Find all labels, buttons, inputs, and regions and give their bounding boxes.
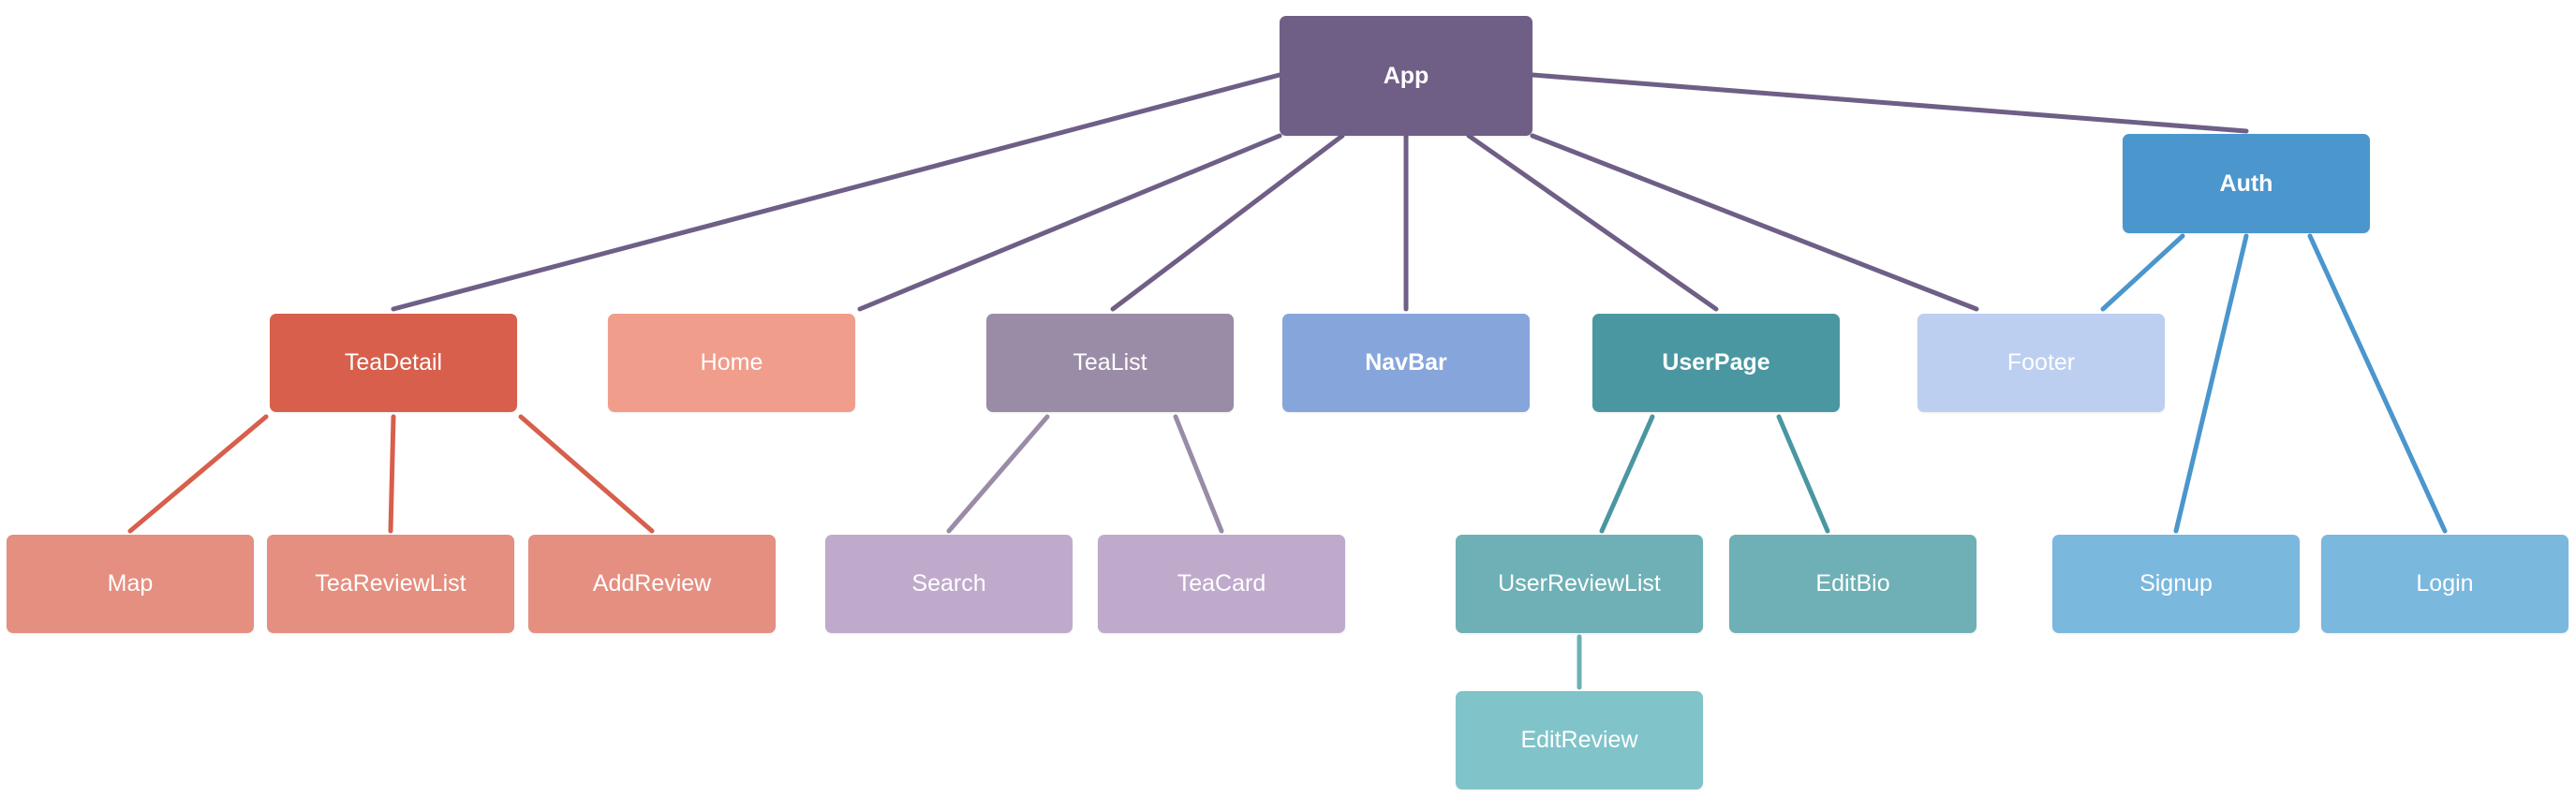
edge-auth-login <box>2307 233 2448 534</box>
node-search[interactable]: Search <box>825 535 1073 633</box>
node-signup[interactable]: Signup <box>2052 535 2300 633</box>
node-auth-label: Auth <box>2219 170 2273 197</box>
node-teareviewlist[interactable]: TeaReviewList <box>267 535 514 633</box>
node-signup-label: Signup <box>2139 570 2213 597</box>
edge-auth-footer <box>2100 233 2185 312</box>
edge-userpage-userreviewlist <box>1599 414 1655 534</box>
node-map-label: Map <box>107 570 154 597</box>
edge-app-userpage <box>1466 133 1719 312</box>
edge-app-home <box>857 133 1282 312</box>
node-login[interactable]: Login <box>2321 535 2569 633</box>
edge-teadetail-teareviewlist <box>388 414 396 534</box>
edge-app-footer <box>1530 133 1979 312</box>
node-teadetail[interactable]: TeaDetail <box>270 314 517 412</box>
node-userpage-label: UserPage <box>1662 349 1770 376</box>
node-addreview-label: AddReview <box>592 570 712 597</box>
node-map[interactable]: Map <box>7 535 254 633</box>
node-userreviewlist-label: UserReviewList <box>1498 570 1661 597</box>
node-footer[interactable]: Footer <box>1917 314 2165 412</box>
node-userreviewlist[interactable]: UserReviewList <box>1456 535 1703 633</box>
node-auth[interactable]: Auth <box>2123 134 2370 233</box>
edge-app-auth <box>1530 72 2249 134</box>
node-teacard[interactable]: TeaCard <box>1098 535 1345 633</box>
node-editbio-label: EditBio <box>1815 570 1890 597</box>
node-navbar-label: NavBar <box>1365 349 1447 376</box>
node-app[interactable]: App <box>1280 16 1532 136</box>
edge-tealist-teacard <box>1173 414 1224 534</box>
edge-teadetail-map <box>127 414 269 534</box>
node-editbio[interactable]: EditBio <box>1729 535 1976 633</box>
node-home-label: Home <box>700 349 763 376</box>
node-tealist-label: TeaList <box>1073 349 1147 376</box>
node-login-label: Login <box>2416 570 2474 597</box>
node-tealist[interactable]: TeaList <box>986 314 1234 412</box>
node-userpage[interactable]: UserPage <box>1592 314 1840 412</box>
edge-app-tealist <box>1110 133 1345 312</box>
node-addreview[interactable]: AddReview <box>528 535 776 633</box>
node-editreview-label: EditReview <box>1520 727 1638 753</box>
edge-userpage-editbio <box>1776 414 1830 534</box>
node-footer-label: Footer <box>2006 349 2076 376</box>
node-editreview[interactable]: EditReview <box>1456 691 1703 789</box>
node-search-label: Search <box>911 570 986 597</box>
node-teareviewlist-label: TeaReviewList <box>315 570 466 597</box>
node-home[interactable]: Home <box>608 314 855 412</box>
node-app-label: App <box>1383 62 1429 89</box>
node-teacard-label: TeaCard <box>1177 570 1266 597</box>
edge-teadetail-addreview <box>518 414 655 534</box>
edge-tealist-search <box>946 414 1050 534</box>
node-teadetail-label: TeaDetail <box>344 349 443 376</box>
edge-auth-signup <box>2173 233 2249 534</box>
edge-app-teadetail <box>391 72 1282 312</box>
node-navbar[interactable]: NavBar <box>1282 314 1530 412</box>
